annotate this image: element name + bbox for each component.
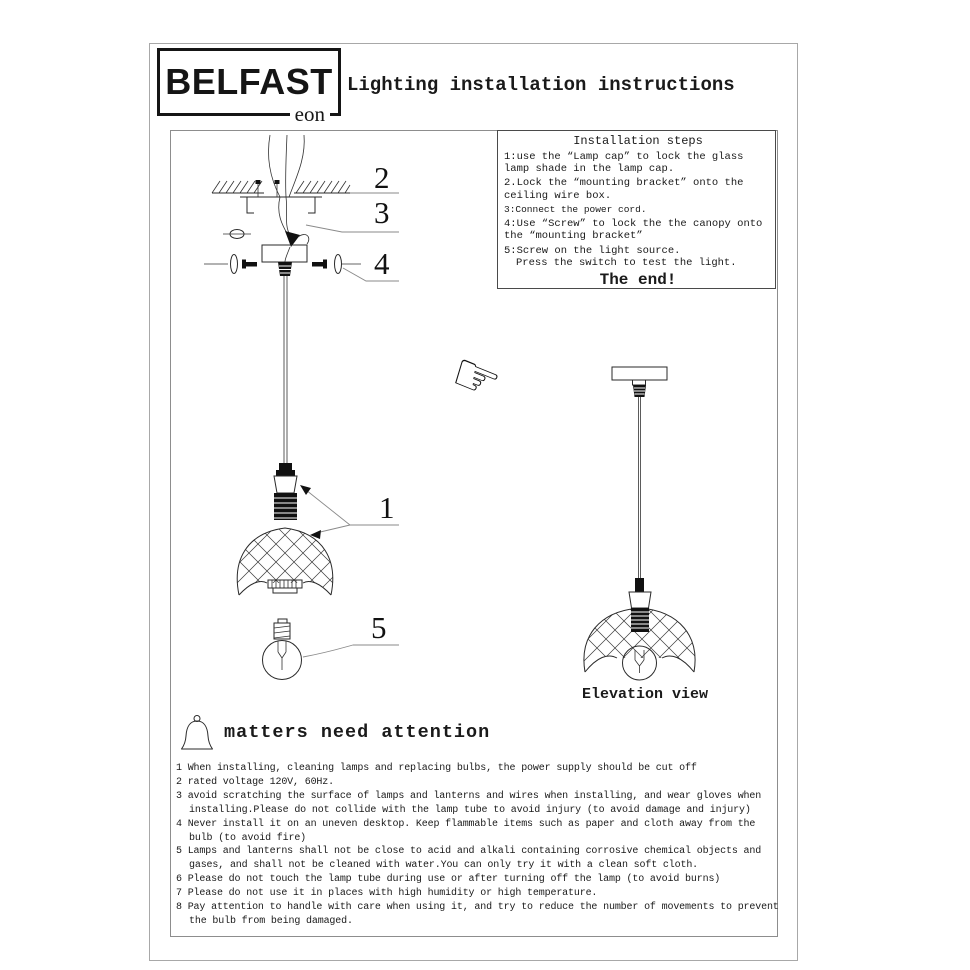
- attention-item-4: 4 Never install it on an uneven desktop.…: [176, 818, 756, 844]
- installation-steps-panel: Installation steps 1:use the “Lamp cap” …: [497, 130, 776, 289]
- brand-name: BELFAST: [165, 61, 333, 102]
- attention-item-1: 1 When installing, cleaning lamps and re…: [176, 763, 697, 774]
- brand-logo: BELFAST eon: [157, 48, 341, 127]
- ceiling-drawing: [211, 180, 351, 194]
- attention-item-8: 8 Pay attention to handle with care when…: [176, 902, 779, 927]
- attention-item-2: 2 rated voltage 120V, 60Hz.: [176, 776, 334, 788]
- installation-step-5: 5:Screw on the light source.: [504, 244, 681, 257]
- exploded-assembly-diagram: [204, 134, 399, 680]
- content-frame: [170, 130, 778, 937]
- supply-wires-drawing: [268, 134, 305, 198]
- canopy-drawing: [204, 244, 361, 276]
- leader-lines: [300, 192, 399, 658]
- mounting-bracket-drawing: [223, 180, 322, 239]
- bulb-drawing: [262, 618, 302, 680]
- attention-list: 1 When installing, cleaning lamps and re…: [176, 762, 782, 929]
- installation-steps-title: Installation steps: [573, 134, 703, 148]
- part-label-canopy-screw: 4: [374, 246, 390, 281]
- part-label-power-cord: 3: [374, 195, 390, 230]
- part-label-lamp-shade: 1: [379, 490, 395, 525]
- pendant-cord-drawing: [283, 276, 288, 463]
- installation-step-3: 3:Connect the power cord.: [504, 204, 647, 216]
- installation-step-2: 2.Lock the “mounting bracket” onto the c…: [504, 177, 744, 202]
- brand-sub-name: eon: [289, 102, 330, 127]
- page-border: [149, 43, 798, 961]
- elevation-view-caption: Elevation view: [582, 686, 709, 703]
- attention-item-7: 7 Please do not use it in places with hi…: [176, 888, 598, 900]
- wire-connection-drawing: [278, 196, 310, 268]
- installation-step-1: 1:use the “Lamp cap” to lock the glass l…: [504, 150, 744, 175]
- part-label-ceiling-box: 2: [374, 160, 390, 195]
- attention-item-3: 3 avoid scratching the surface of lamps …: [176, 790, 762, 816]
- lamp-shade-drawing: [236, 527, 334, 596]
- attention-item-5: 5 Lamps and lanterns shall not be close …: [176, 846, 762, 872]
- part-label-bulb: 5: [371, 610, 387, 645]
- installation-step-5-note: Press the switch to test the light.: [516, 256, 737, 269]
- lamp-socket-drawing: [273, 463, 298, 520]
- attention-heading: matters need attention: [224, 722, 491, 743]
- page-title: Lighting installation instructions: [347, 74, 735, 96]
- attention-item-6: 6 Please do not touch the lamp tube duri…: [176, 874, 721, 886]
- elevation-socket-drawing: [628, 578, 652, 632]
- bell-icon: [181, 715, 213, 750]
- installation-steps-footer: The end!: [599, 271, 677, 290]
- installation-step-4: 4:Use “Screw” to lock the the canopy ont…: [504, 217, 763, 242]
- elevation-cord-drawing: [638, 397, 641, 578]
- elevation-canopy-drawing: [611, 366, 668, 397]
- elevation-view-diagram: [583, 366, 696, 681]
